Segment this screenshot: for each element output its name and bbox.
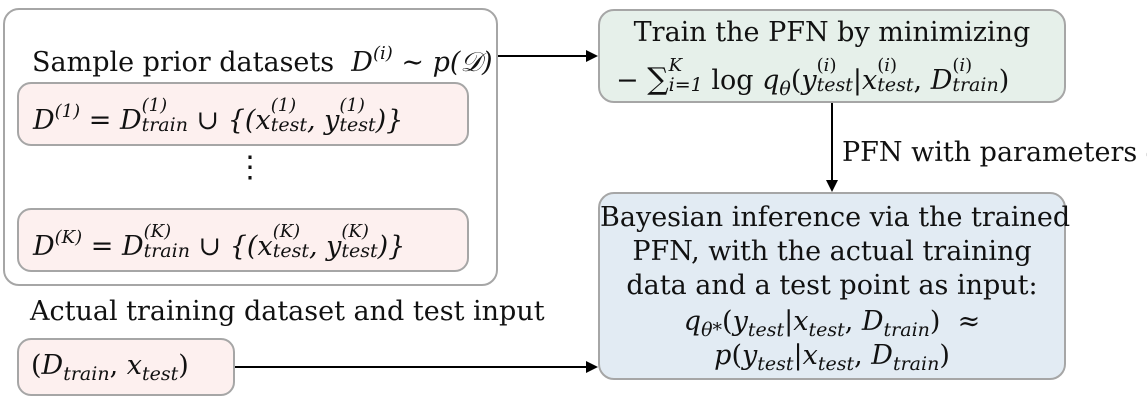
actual-input-formula: (Dtrain, xtest) (31, 350, 189, 385)
bayesian-inference-box: Bayesian inference via the trained PFN, … (598, 192, 1071, 380)
prior-heading-math: D(i) ∼ p(𝒟) (342, 43, 493, 78)
dataset-first-formula: D(1) = D(1)train ∪ {(x(1)test, y(1)test)… (33, 95, 404, 137)
inference-line3: data and a test point as input: (626, 270, 1038, 301)
inference-formula-line1: qθ*(ytest|xtest, Dtrain) ≈ (683, 306, 981, 341)
dataset-last-box: D(K) = D(K)train ∪ {(x(K)test, y(K)test)… (17, 208, 469, 272)
dataset-first-box: D(1) = D(1)train ∪ {(x(1)test, y(1)test)… (17, 82, 469, 146)
dataset-last-formula: D(K) = D(K)train ∪ {(x(K)test, y(K)test)… (33, 221, 406, 263)
prior-heading: Sample prior datasets D(i) ∼ p(𝒟) (32, 38, 493, 79)
inference-formula-line2: p(ytest|xtest, Dtrain) (714, 340, 950, 375)
actual-training-label: Actual training dataset and test input (30, 296, 545, 327)
train-line1: Train the PFN by minimizing (633, 17, 1031, 48)
inference-line1: Bayesian inference via the trained (600, 202, 1071, 233)
edge-label: PFN with parameters θ* (842, 137, 1147, 168)
prior-heading-text: Sample prior datasets (32, 47, 335, 78)
inference-line2: PFN, with the actual training (632, 236, 1032, 267)
actual-input-box: (Dtrain, xtest) (17, 338, 235, 396)
ellipsis: ⋮ (235, 150, 265, 185)
